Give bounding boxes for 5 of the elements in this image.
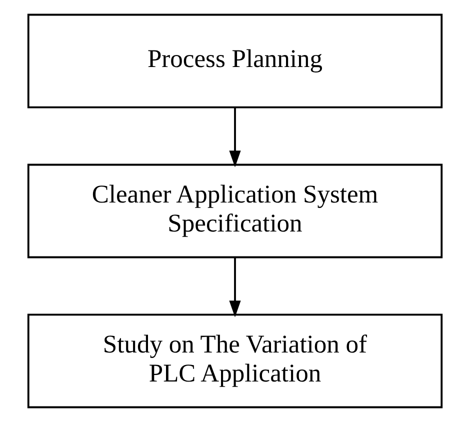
arrow [229,257,241,318]
arrow [229,107,241,168]
node-box: Process Planning [27,14,443,108]
node-box: Study on The Variation of PLC Application [27,314,443,408]
node-box: Cleaner Application System Specification [27,164,443,258]
